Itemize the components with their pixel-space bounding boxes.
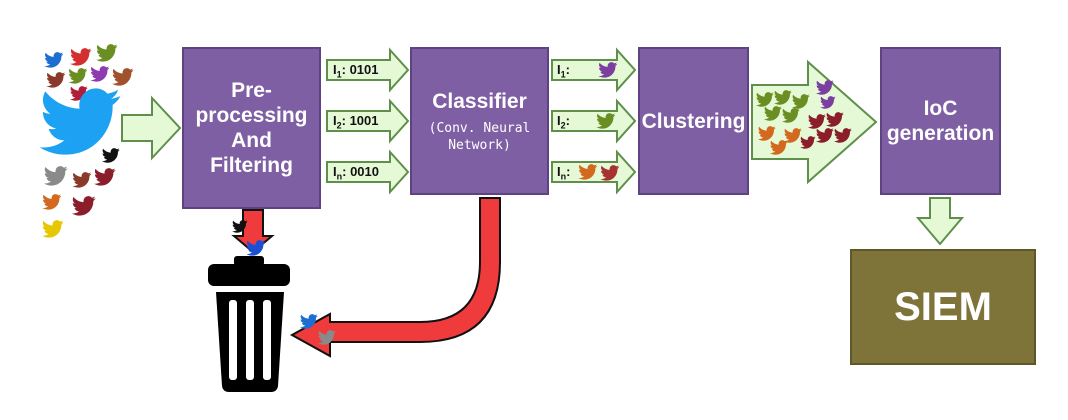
twitter-bird-icon: [102, 148, 120, 163]
twitter-bird-icon: [42, 194, 62, 210]
siem-box: SIEM: [850, 249, 1036, 365]
classifier-sublabel: (Conv. Neural Network): [428, 120, 531, 153]
feature-vector-label: I2: 1001: [333, 113, 379, 131]
classified-vector-label: I2:: [557, 113, 570, 131]
feature-arrows: [326, 47, 410, 195]
ioc-generation-box: IoC generation: [880, 47, 1001, 195]
twitter-bird-icon: [70, 48, 92, 66]
feature-vector-label: In: 0010: [333, 164, 379, 182]
classifier-reject-arrow: [289, 197, 501, 358]
twitter-bird-icon: [68, 68, 88, 84]
twitter-bird-icon: [72, 196, 96, 216]
twitter-bird-icon: [44, 52, 64, 68]
preprocessing-label: Pre- processing And Filtering: [195, 79, 308, 177]
trash-can-slots: [229, 300, 271, 380]
classified-arrows: [551, 47, 637, 195]
twitter-bird-icon: [112, 68, 134, 86]
twitter-bird-icon: [44, 166, 68, 186]
siem-label: SIEM: [894, 284, 992, 329]
twitter-bird-icon: [42, 220, 64, 238]
twitter-bird-icon: [72, 172, 92, 188]
feature-vector-label: I1: 0101: [333, 62, 379, 80]
twitter-bird-icon: [46, 72, 66, 88]
input-arrow: [121, 95, 182, 161]
ioc-generation-label: IoC generation: [886, 97, 995, 145]
classifier-label: Classifier: [432, 89, 527, 113]
classified-vector-label: I1:: [557, 62, 570, 80]
ioc-to-siem-arrow: [915, 197, 965, 246]
clustering-label: Clustering: [641, 109, 746, 133]
twitter-bird-icon: [94, 168, 116, 186]
preprocessing-box: Pre- processing And Filtering: [182, 47, 321, 209]
classified-vector-label: In:: [557, 164, 571, 182]
classifier-box: Classifier (Conv. Neural Network): [410, 47, 549, 195]
twitter-bird-icon: [96, 44, 118, 62]
tweet-source-icons: [40, 44, 134, 238]
clustering-box: Clustering: [638, 47, 749, 195]
twitter-bird-icon: [90, 66, 110, 82]
